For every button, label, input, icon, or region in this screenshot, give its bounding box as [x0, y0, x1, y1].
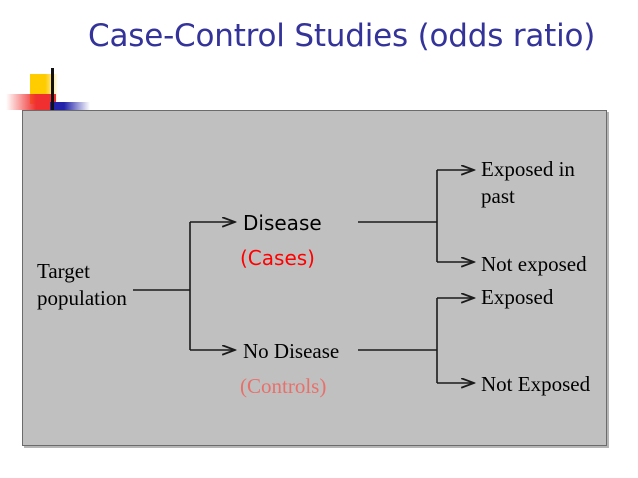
node-no-disease: No Disease	[243, 339, 340, 363]
node-exposed-in-past: Exposed in past	[481, 157, 575, 209]
decoration-black-line	[51, 68, 54, 110]
node-not-exposed: Not exposed	[481, 252, 587, 276]
node-cases: (Cases)	[240, 246, 315, 270]
decoration-red-bar	[6, 94, 56, 110]
node-target-population: Target population	[37, 259, 127, 311]
node-controls: (Controls)	[240, 374, 327, 398]
decoration-blue-bar	[50, 102, 90, 110]
page-title: Case-Control Studies (odds ratio)	[88, 18, 596, 54]
node-exposed: Exposed	[481, 285, 554, 309]
node-disease: Disease	[243, 211, 322, 235]
node-not-exposed-2: Not Exposed	[481, 372, 591, 396]
diagram-panel	[22, 110, 607, 446]
